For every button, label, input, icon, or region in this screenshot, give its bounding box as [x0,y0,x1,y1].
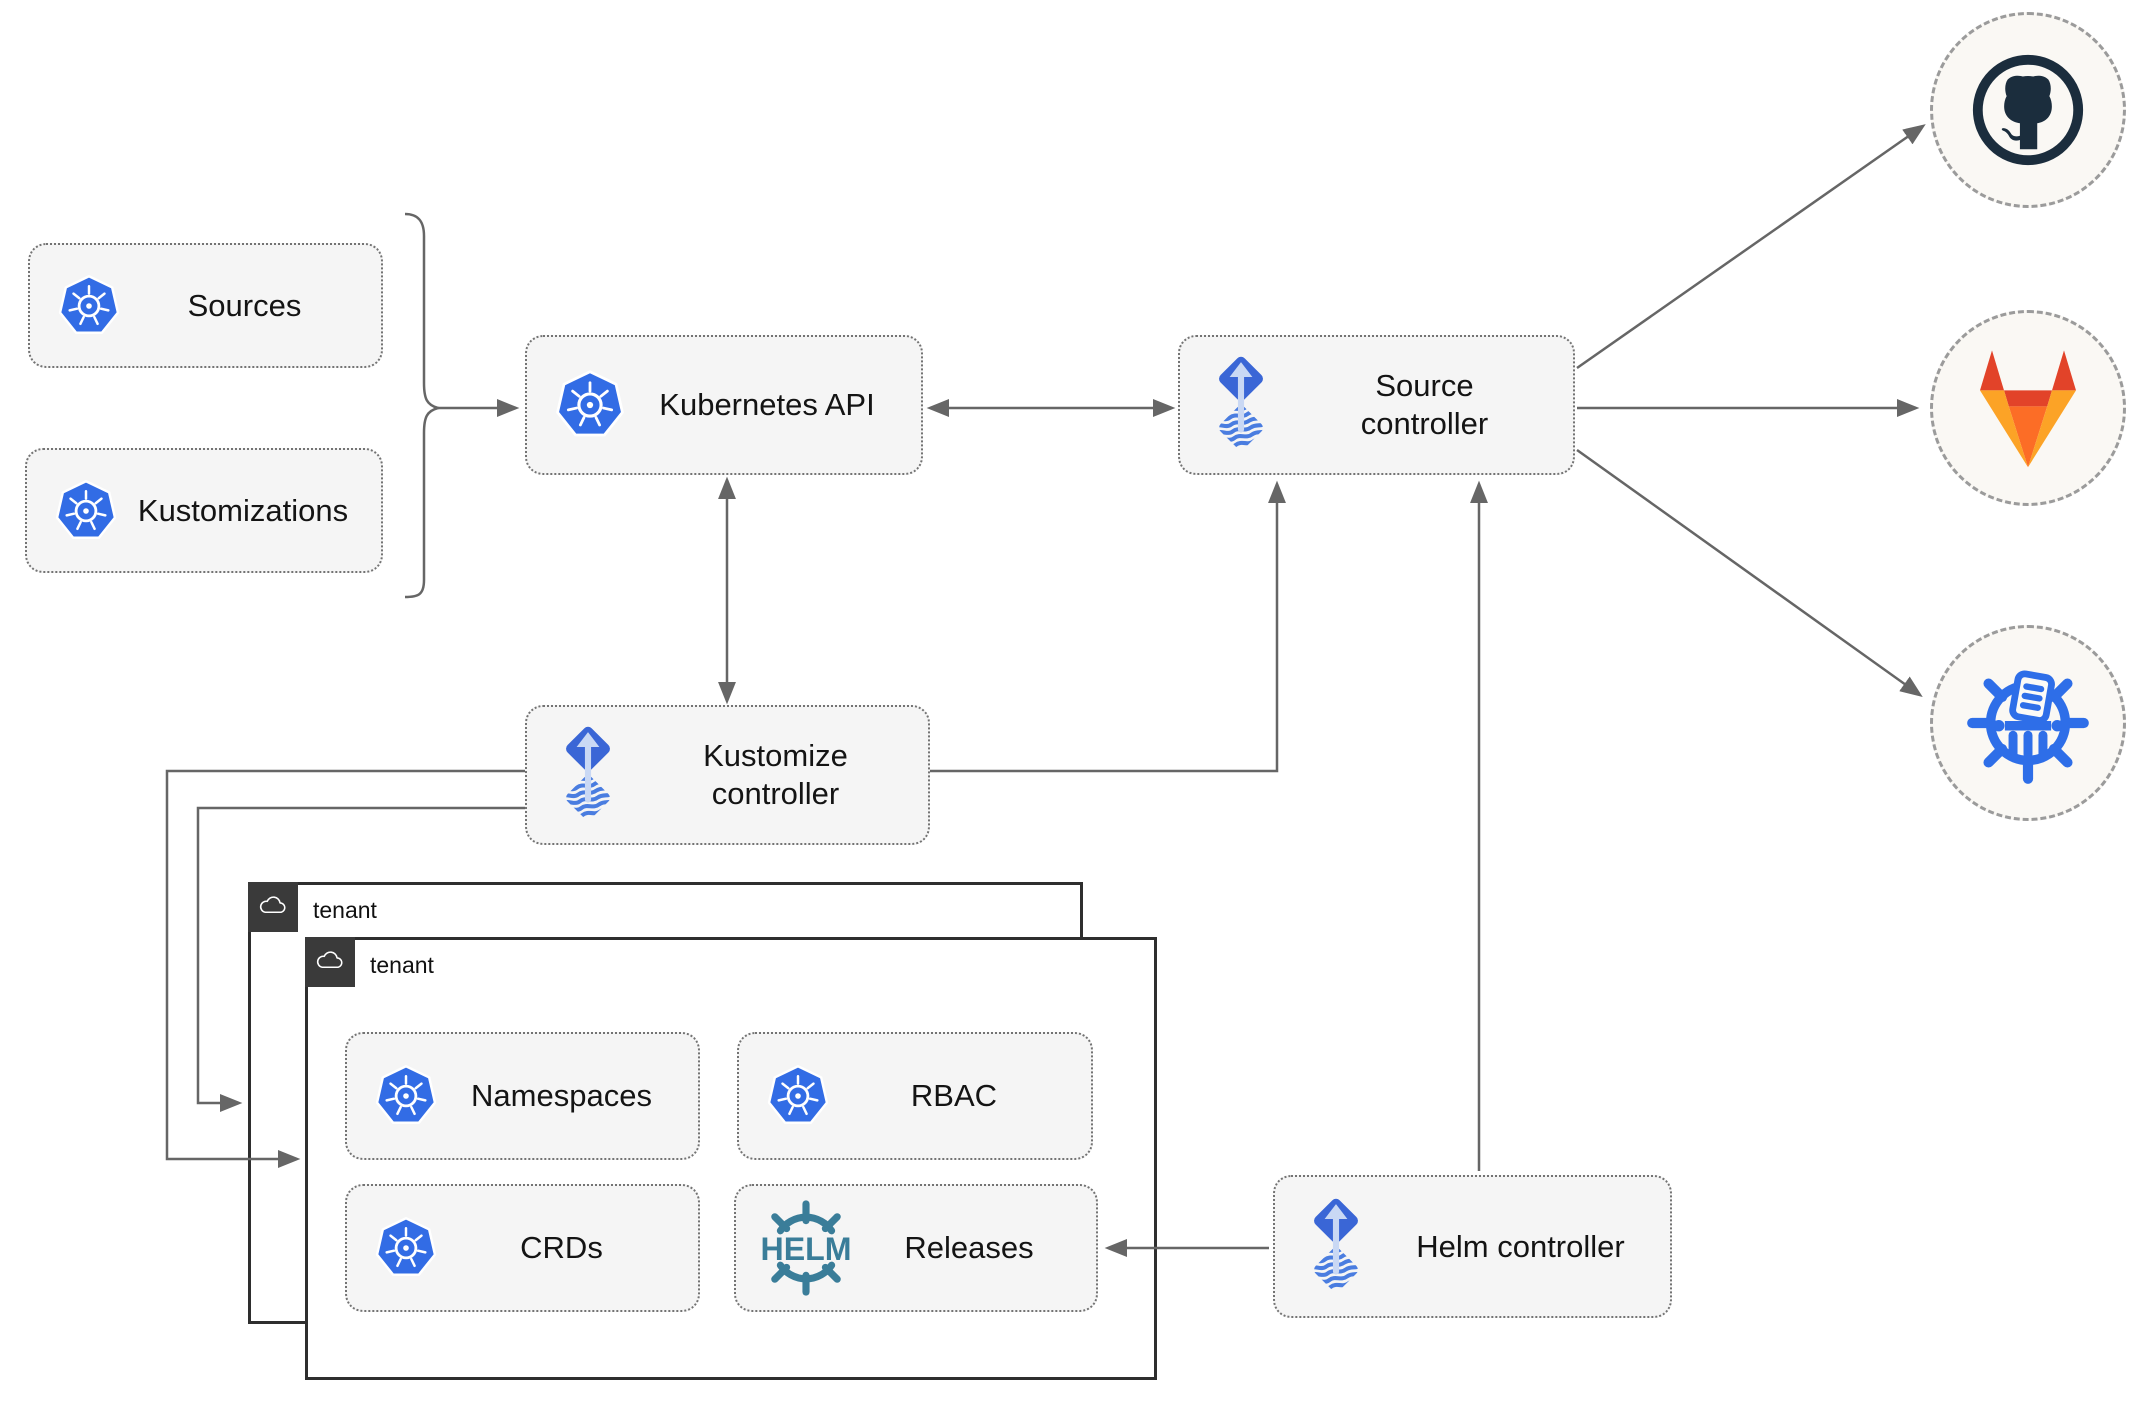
node-crds: CRDs [345,1184,700,1312]
node-label: Helm controller [1416,1228,1625,1264]
tenant-label: tenant [313,897,377,923]
node-kustomize-controller: Kustomize controller [525,705,930,845]
node-label: Kustomize controller [703,738,848,811]
kubernetes-icon [553,368,627,442]
node-label: Kustomizations [137,492,349,528]
cloud-icon [313,945,347,979]
node-kubernetes-api: Kubernetes API [525,335,923,475]
chartmuseum-icon [1967,670,2089,784]
github-icon [1972,54,2084,166]
kubernetes-icon [765,1063,831,1129]
cloud-icon [256,890,290,924]
kubernetes-icon [373,1215,439,1281]
node-rbac: RBAC [737,1032,1093,1160]
node-source-controller: Source controller [1178,335,1575,475]
node-kustomizations: Kustomizations [25,448,383,573]
node-label: RBAC [910,1078,998,1114]
node-releases: HELM Releases [734,1184,1098,1312]
node-label: Releases [904,1230,1034,1266]
flux-icon [1206,356,1276,454]
kubernetes-icon [53,478,119,544]
node-namespaces: Namespaces [345,1032,700,1160]
edge-source-to-github [1576,124,1926,370]
tenant-label: tenant [370,952,434,978]
node-label: Source controller [1360,368,1489,441]
node-label: Sources [187,287,302,323]
node-sources: Sources [28,243,383,368]
helm-icon: HELM [756,1198,856,1298]
remote-chartmuseum [1930,625,2126,821]
flux-icon [1301,1198,1371,1296]
node-label: Namespaces [471,1078,652,1114]
edge-kustomize-to-source [930,480,1286,773]
kubernetes-icon [373,1063,439,1129]
node-label: Kubernetes API [659,387,875,423]
tenant-badge [305,937,355,987]
brace-sources-group [404,212,443,599]
remote-gitlab [1930,310,2126,506]
tenant-badge [248,882,298,932]
node-label: CRDs [520,1230,603,1266]
edge-source-to-chartmuseum [1576,448,1923,697]
helm-logo-text: HELM [760,1231,851,1267]
remote-github [1930,12,2126,208]
flux-icon [553,726,623,824]
gitlab-icon [1980,350,2076,468]
kubernetes-icon [56,273,122,339]
node-helm-controller: Helm controller [1273,1175,1672,1318]
